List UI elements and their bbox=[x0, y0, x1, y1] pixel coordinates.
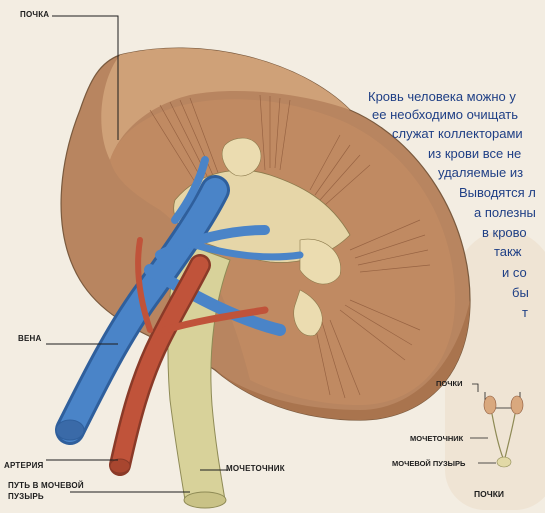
body-text-line: бы bbox=[512, 284, 529, 301]
body-text-line: и со bbox=[502, 264, 527, 281]
body-text-line: из крови все не bbox=[428, 145, 521, 162]
body-text-line: такж bbox=[494, 243, 521, 260]
body-text-line: удаляемые из bbox=[438, 164, 523, 181]
body-text-line: т bbox=[522, 304, 528, 321]
body-text-line: ее необходимо очищать bbox=[372, 106, 518, 123]
body-text-line: Кровь человека можно у bbox=[368, 88, 516, 105]
inset-label-bladder: МОЧЕВОЙ ПУЗЫРЬ bbox=[392, 459, 465, 468]
inset-caption: ПОЧКИ bbox=[474, 489, 504, 499]
body-text-line: служат коллекторами bbox=[392, 125, 523, 142]
body-text-line: а полезны bbox=[474, 204, 536, 221]
body-text-line: в крово bbox=[482, 224, 527, 241]
inset-label-ureter: МОЧЕТОЧНИК bbox=[410, 434, 463, 443]
body-text-line: Выводятся л bbox=[459, 184, 536, 201]
inset-label-kidneys: ПОЧКИ bbox=[436, 379, 462, 388]
